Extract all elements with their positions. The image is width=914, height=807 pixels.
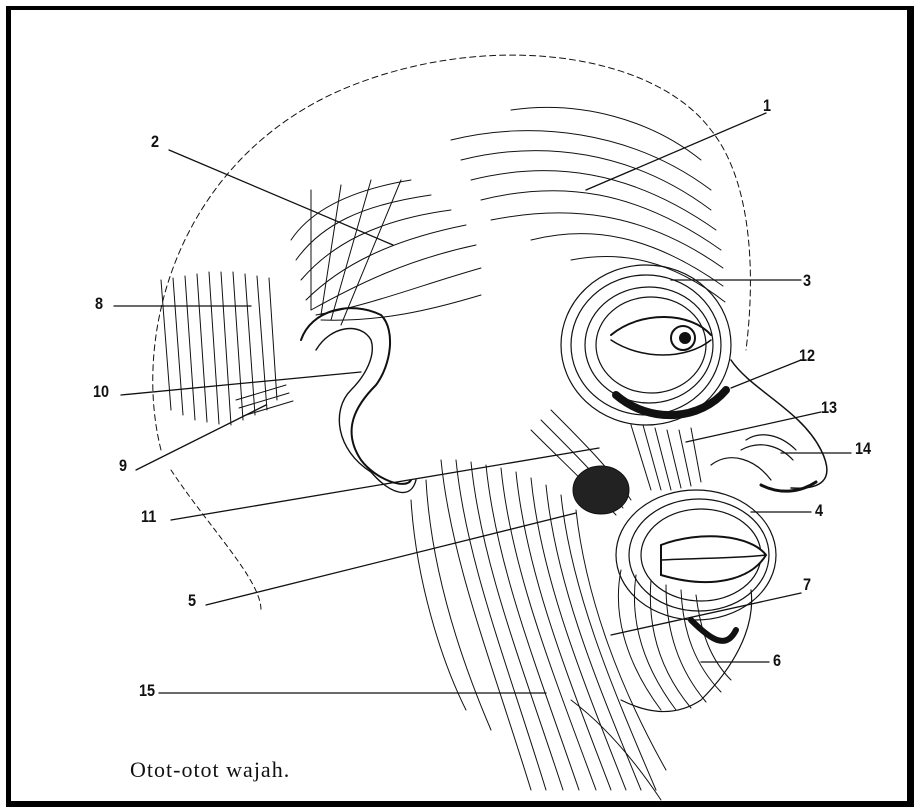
- label-13: 13: [821, 399, 837, 416]
- label-1: 1: [763, 97, 771, 114]
- leader-13: [686, 412, 821, 442]
- buccinator: [573, 466, 629, 514]
- temporalis-fan: [291, 180, 481, 325]
- back-of-neck-outline: [171, 470, 261, 610]
- label-4: 4: [815, 502, 823, 519]
- ear-outer: [301, 308, 411, 484]
- figure-caption: Otot-otot wajah.: [130, 757, 290, 783]
- posterior-auricular: [236, 385, 293, 416]
- orbicularis-oculi: [561, 265, 731, 425]
- nasalis: [711, 435, 816, 491]
- label-14: 14: [855, 440, 871, 457]
- platysma: [411, 460, 666, 790]
- eyelid-upper: [611, 317, 711, 335]
- leader-7: [611, 593, 801, 635]
- label-5: 5: [188, 592, 196, 609]
- label-10: 10: [93, 383, 109, 400]
- leader-1: [586, 113, 766, 190]
- orbit-shadow: [616, 390, 726, 415]
- label-9: 9: [119, 457, 127, 474]
- leader-2: [169, 150, 393, 245]
- levator-labii: [631, 425, 701, 490]
- pupil: [679, 332, 691, 344]
- neck-front: [571, 700, 661, 800]
- label-2: 2: [151, 133, 159, 150]
- eyelid-lower: [611, 340, 711, 355]
- label-12: 12: [799, 347, 815, 364]
- label-3: 3: [803, 272, 811, 289]
- label-7: 7: [803, 576, 811, 593]
- leader-12: [731, 360, 801, 388]
- label-6: 6: [773, 652, 781, 669]
- mentalis-shadow: [691, 620, 736, 641]
- label-11: 11: [141, 508, 156, 525]
- nose-profile: [731, 360, 827, 488]
- head-outline: [153, 55, 751, 450]
- label-8: 8: [95, 295, 103, 312]
- figure-frame: 1 2 3 4 5 6 7 8 9 10 11 12 13 14 15 Otot…: [6, 6, 914, 807]
- leader-5: [206, 513, 576, 605]
- leader-9: [136, 405, 266, 470]
- label-15: 15: [139, 682, 155, 699]
